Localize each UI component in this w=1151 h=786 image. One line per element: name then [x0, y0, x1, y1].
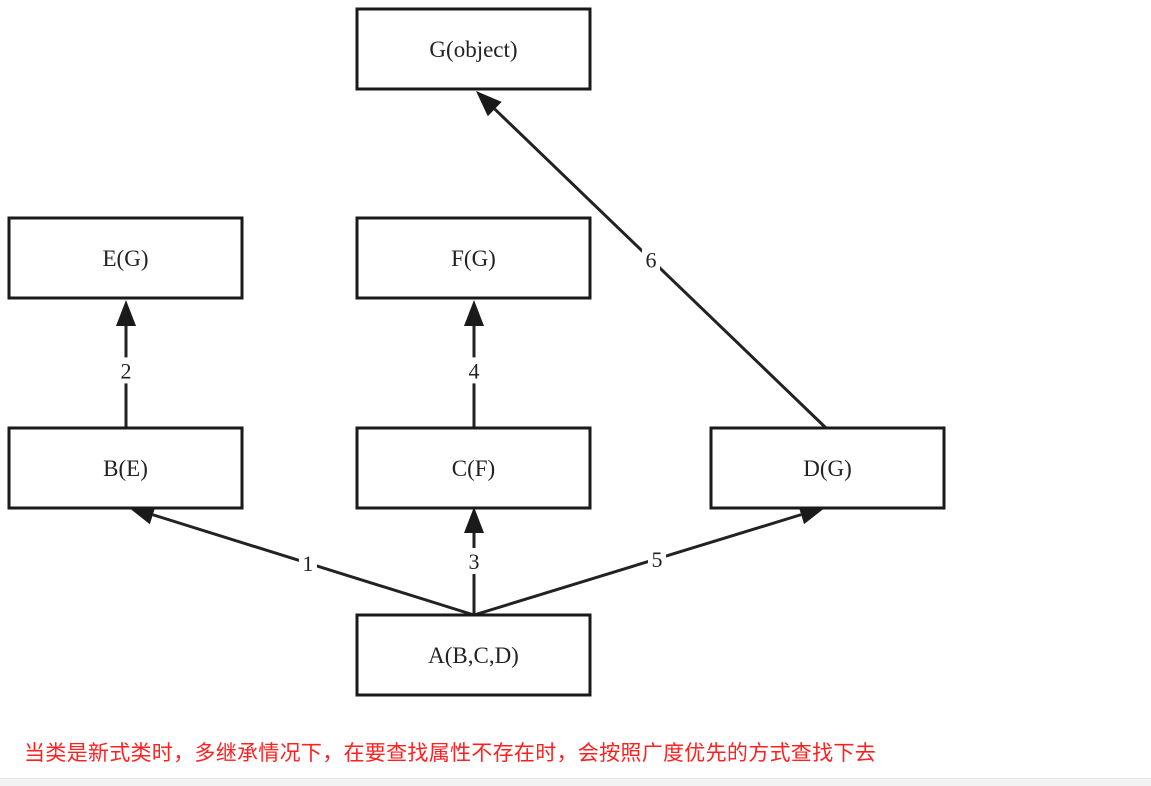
edge-label-background — [642, 246, 660, 273]
edges-layer: 1 2 3 4 5 6 — [116, 91, 828, 617]
class-box — [355, 216, 592, 300]
class-label: E(G) — [103, 246, 149, 271]
class-node-e: E(G) — [7, 216, 244, 300]
class-node-f: F(G) — [355, 216, 592, 300]
class-box — [355, 613, 592, 697]
edge-a-to-c: 3 — [464, 507, 484, 615]
arrowhead-icon — [798, 505, 826, 525]
class-label: C(F) — [452, 456, 495, 481]
edge-order-label: 1 — [302, 551, 313, 576]
class-box — [7, 426, 244, 510]
class-box — [355, 7, 592, 91]
edge-label-background — [465, 548, 483, 574]
class-box — [709, 426, 946, 510]
bottom-strip — [0, 778, 1151, 786]
edge-label-background — [465, 357, 483, 384]
arrowhead-icon — [464, 300, 484, 326]
arrowhead-icon — [116, 300, 136, 326]
class-node-d: D(G) — [709, 426, 946, 510]
edge-line — [473, 513, 802, 617]
edge-order-label: 6 — [646, 248, 657, 273]
class-label: G(object) — [429, 37, 517, 62]
class-node-b: B(E) — [7, 426, 244, 510]
edge-order-label: 5 — [652, 547, 663, 572]
class-label: B(E) — [103, 456, 148, 481]
arrowhead-icon — [128, 505, 156, 525]
arrowhead-icon — [476, 91, 502, 117]
class-node-a: A(B,C,D) — [355, 613, 592, 697]
class-label: A(B,C,D) — [428, 643, 519, 668]
edge-order-label: 3 — [469, 549, 480, 574]
class-label: D(G) — [803, 456, 852, 481]
nodes-layer: G(object) E(G) F(G) B(E) C(F) D(G) A(B,C,D) — [7, 7, 946, 697]
caption-text: 当类是新式类时，多继承情况下，在要查找属性不存在时，会按照广度优先的方式查找下去 — [24, 741, 876, 765]
class-node-g: G(object) — [355, 7, 592, 91]
class-box — [7, 216, 244, 300]
edge-label-background — [298, 550, 317, 577]
class-label: F(G) — [451, 246, 496, 271]
edge-c-to-f: 4 — [464, 300, 484, 428]
class-node-c: C(F) — [355, 426, 592, 510]
edge-label-background — [648, 545, 667, 572]
edge-label-background — [117, 357, 135, 384]
arrowhead-icon — [464, 507, 484, 533]
edge-order-label: 4 — [469, 358, 480, 383]
edge-b-to-e: 2 — [116, 300, 136, 428]
edge-order-label: 2 — [121, 358, 132, 383]
class-box — [355, 426, 592, 510]
edge-a-to-d: 5 — [473, 505, 826, 617]
edge-line — [493, 107, 828, 430]
edge-d-to-g: 6 — [476, 91, 828, 430]
edge-a-to-b: 1 — [128, 505, 475, 617]
